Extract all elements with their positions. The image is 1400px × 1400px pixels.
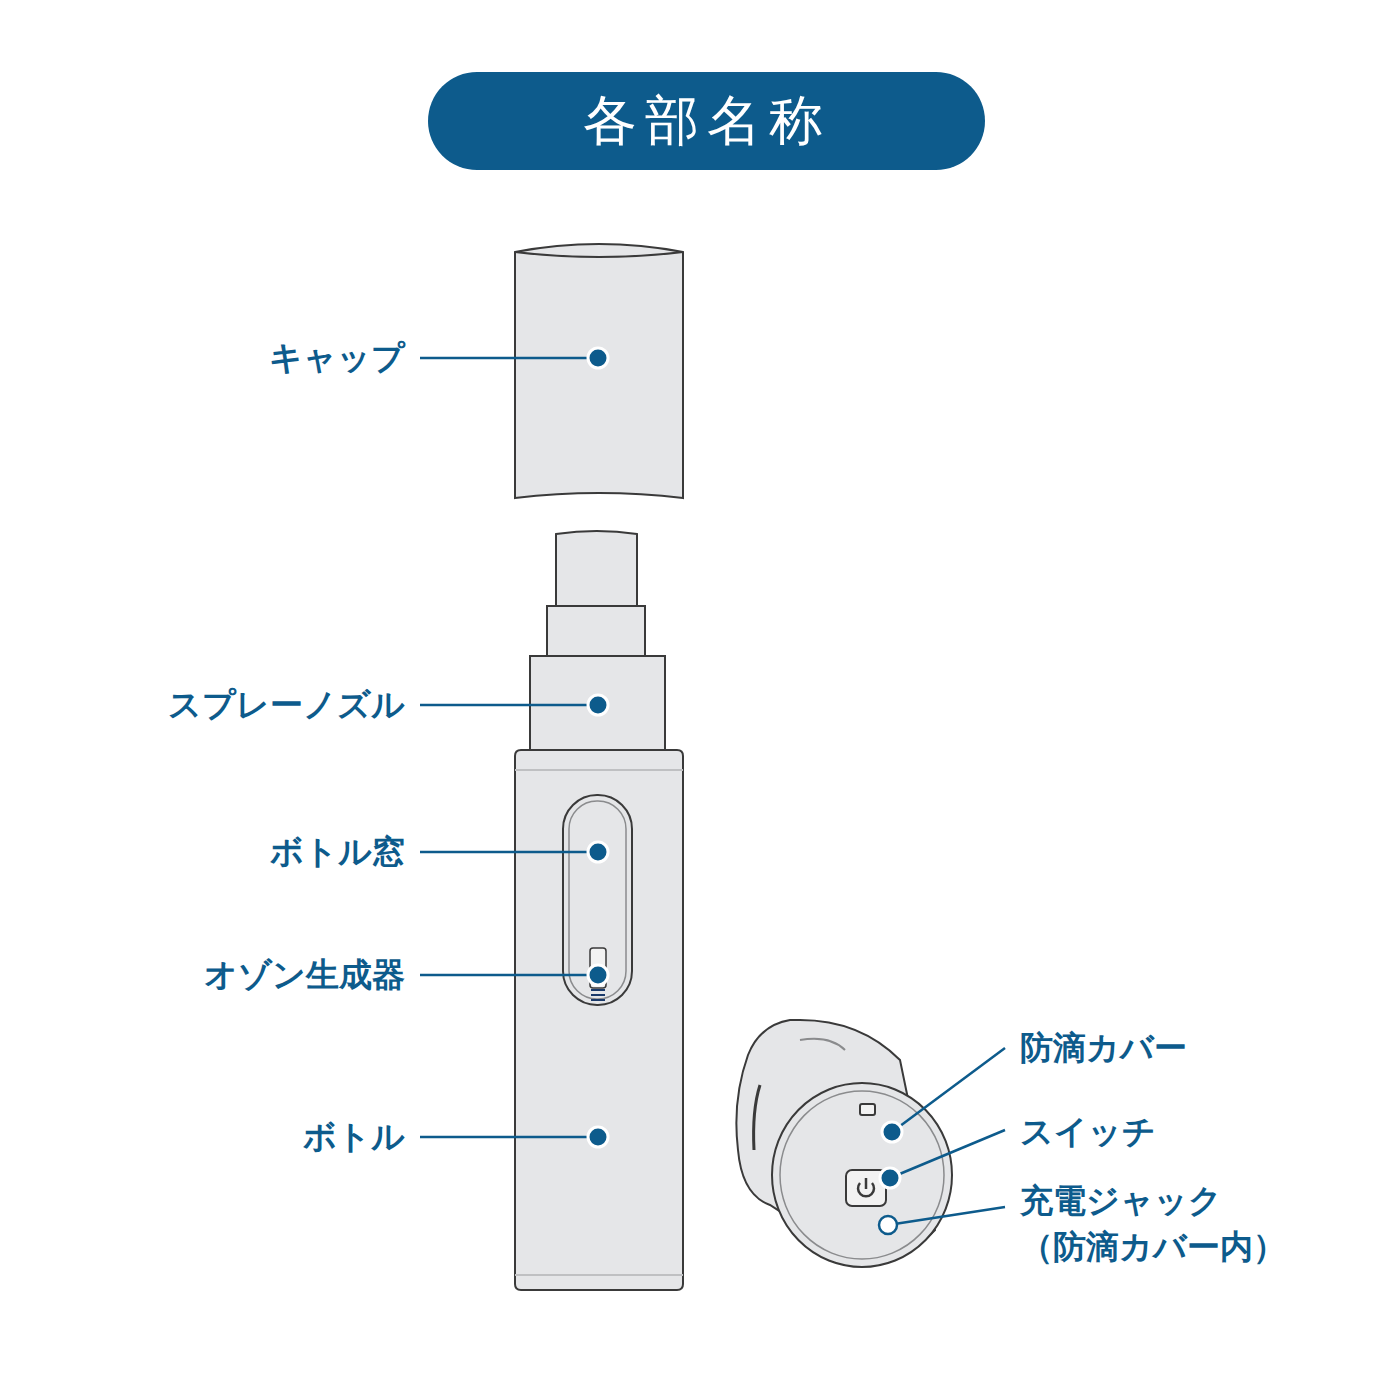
part-label: 防滴カバー	[1020, 1025, 1187, 1071]
part-label: ボトル	[303, 1114, 405, 1160]
part-label: スイッチ	[1020, 1109, 1156, 1155]
title: 各部名称	[583, 85, 831, 158]
title-pill: 各部名称	[428, 72, 985, 170]
part-label: 充電ジャック （防滴カバー内）	[1020, 1178, 1320, 1270]
part-label: キャップ	[269, 335, 405, 381]
part-label: ボトル窓	[270, 829, 405, 875]
part-label: オゾン生成器	[204, 952, 405, 998]
part-label: スプレーノズル	[168, 682, 405, 728]
